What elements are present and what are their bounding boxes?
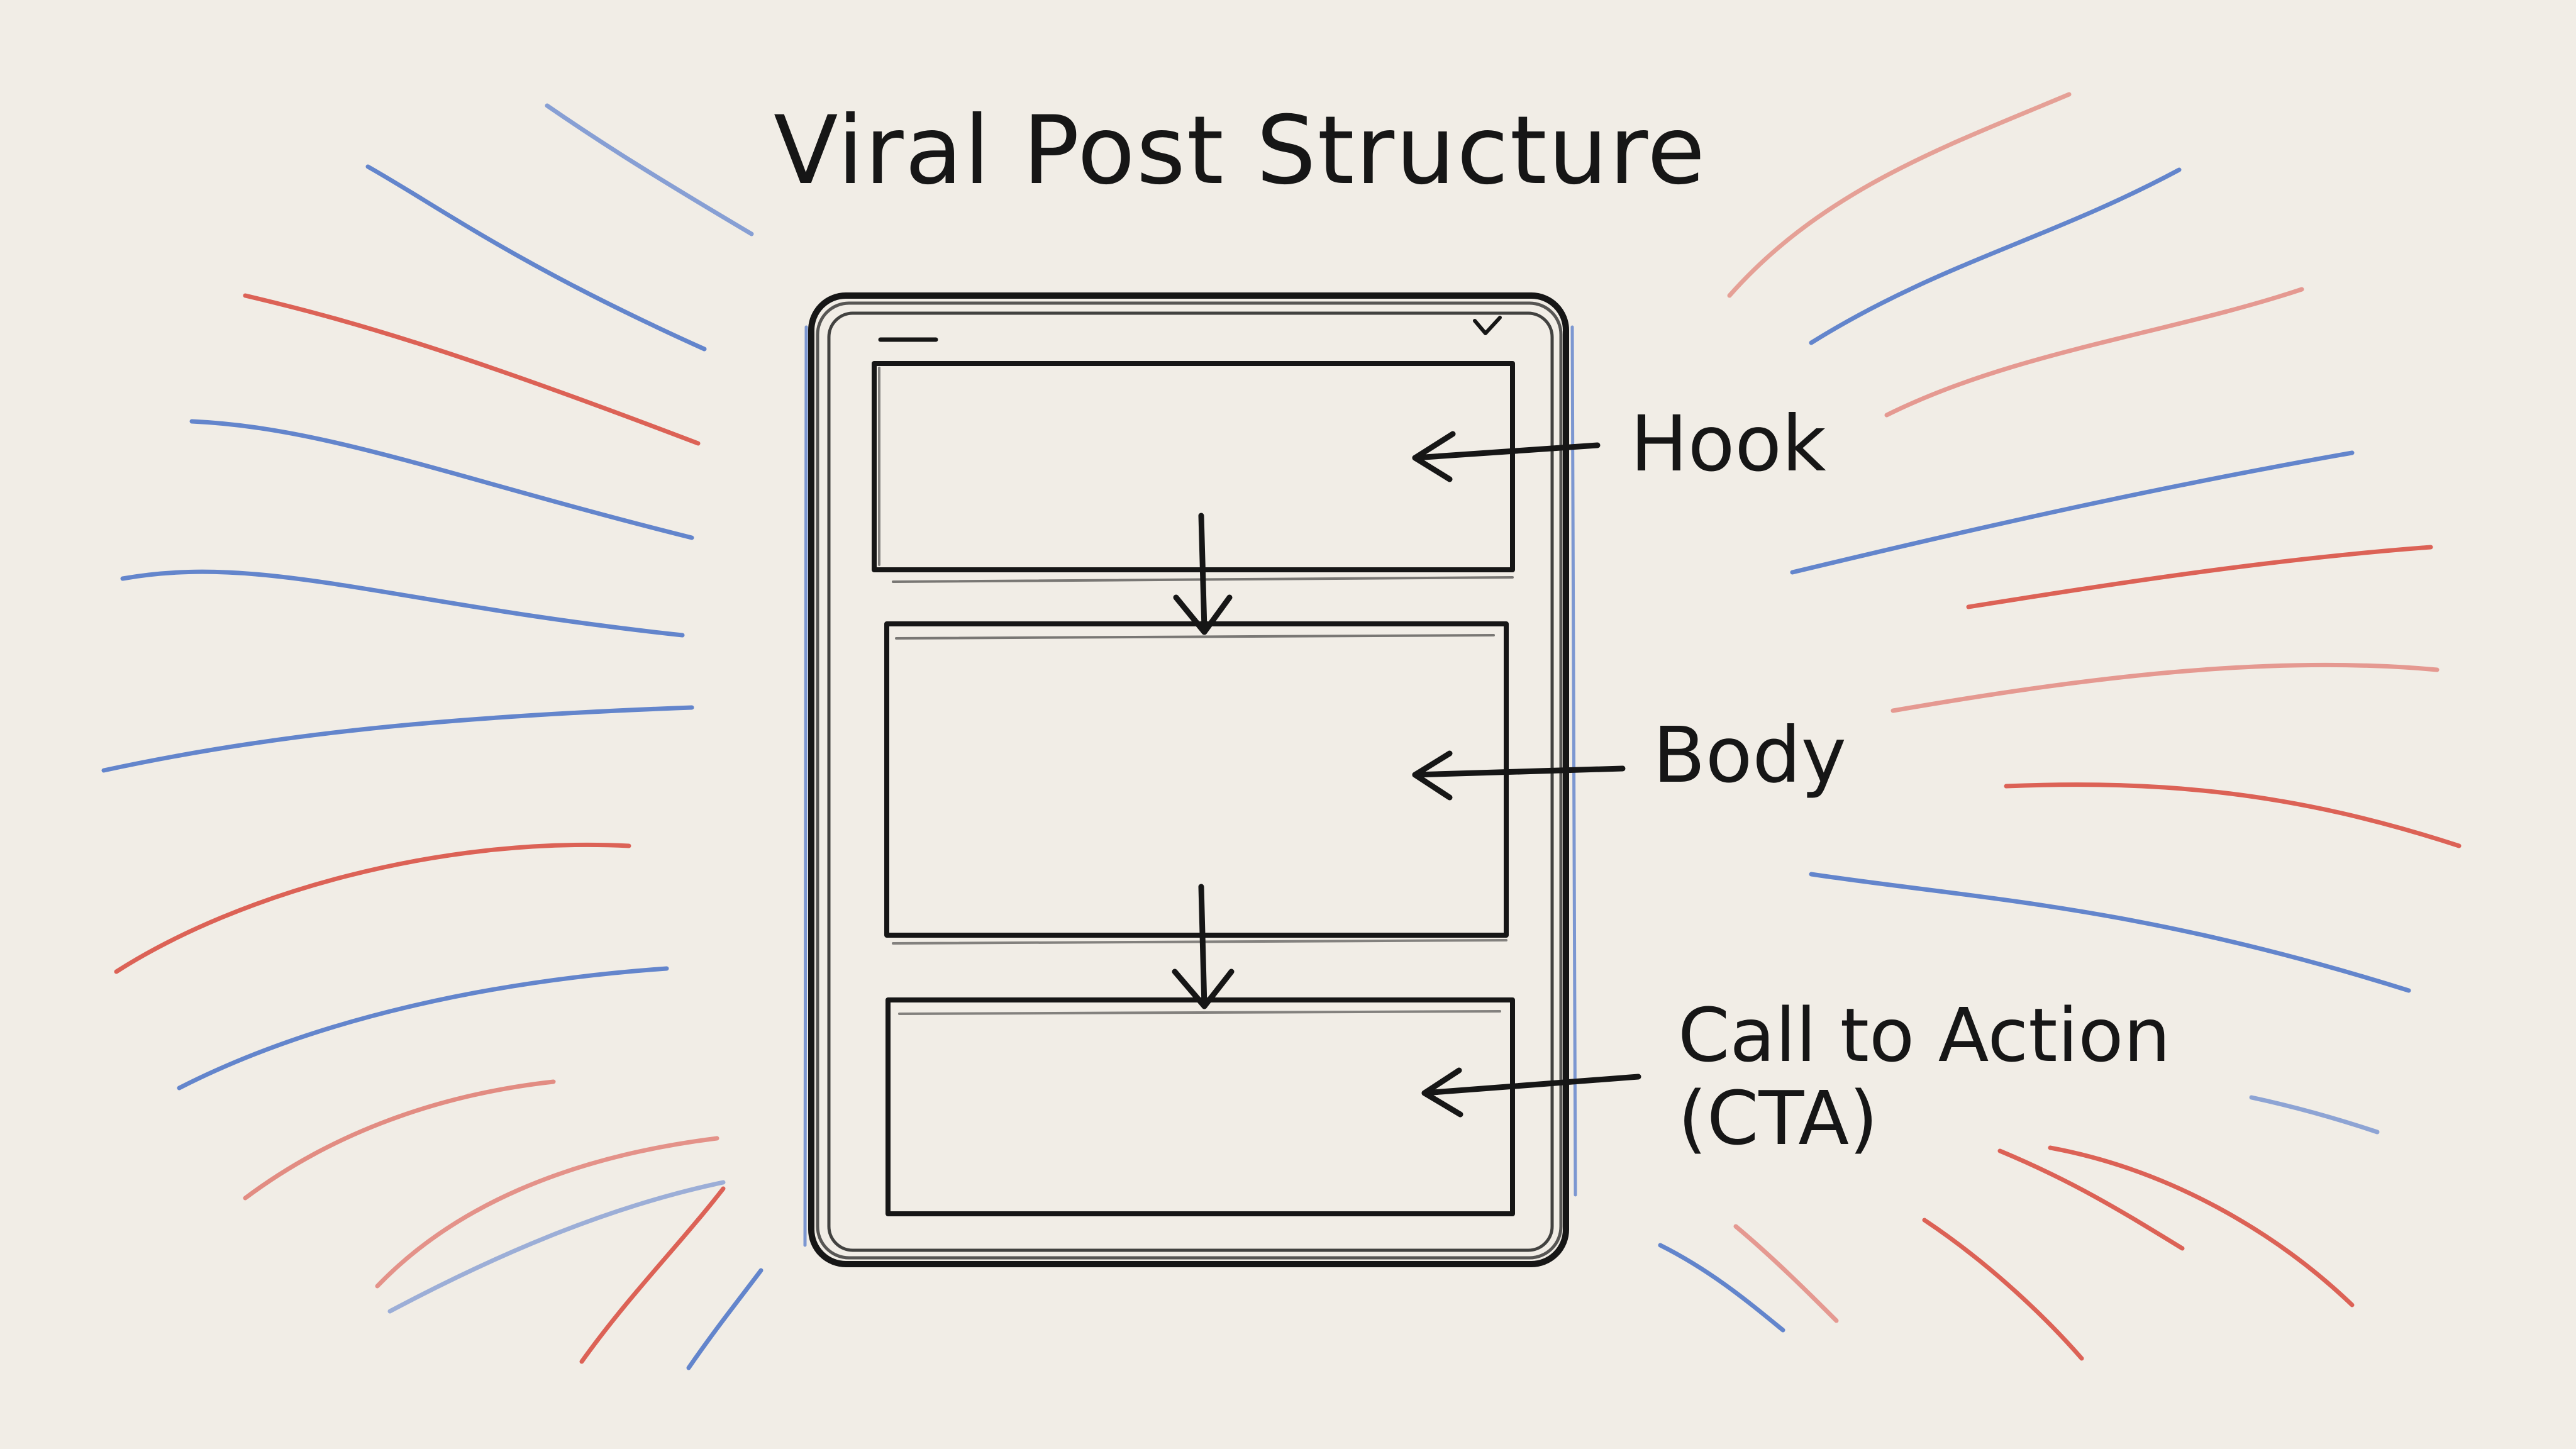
stroke-right-9 xyxy=(2249,1095,2380,1135)
hook-label-arrow xyxy=(1412,442,1601,461)
status-bar-mark xyxy=(1473,316,1502,335)
stroke-left-2 xyxy=(365,164,707,352)
stroke-right-3 xyxy=(1884,287,2304,418)
stroke-left-13 xyxy=(686,1268,763,1370)
stroke-right-13 xyxy=(1658,1243,1785,1333)
body-label: Body xyxy=(1653,711,1846,800)
cta-label-arrow xyxy=(1421,1074,1641,1096)
stroke-right-4 xyxy=(1790,450,2355,575)
stroke-left-1 xyxy=(545,103,754,236)
stroke-left-6 xyxy=(101,705,694,773)
hook-label: Hook xyxy=(1630,399,1826,489)
stroke-left-5 xyxy=(120,569,685,638)
stroke-left-11 xyxy=(387,1180,726,1314)
cta-label-line2: (CTA) xyxy=(1678,1075,1879,1162)
flow-arrow-1 xyxy=(1198,513,1208,632)
stroke-left-9 xyxy=(243,1079,556,1201)
stroke-right-10 xyxy=(1997,1148,2185,1251)
stroke-right-6 xyxy=(1890,662,2440,713)
hook-section-box xyxy=(872,361,1515,572)
stroke-right-8 xyxy=(1809,872,2411,993)
cta-label-line1: Call to Action xyxy=(1678,992,2171,1079)
body-section-box xyxy=(884,621,1509,938)
body-label-arrow xyxy=(1412,765,1626,778)
stroke-right-7 xyxy=(2004,782,2462,848)
stroke-right-2 xyxy=(1809,167,2182,345)
stroke-left-3 xyxy=(243,293,701,446)
stroke-left-8 xyxy=(177,966,669,1091)
phone-frame xyxy=(808,292,1569,1267)
stroke-right-5 xyxy=(1966,545,2433,609)
phone-frame-sketch xyxy=(816,301,1563,1260)
stroke-right-14 xyxy=(1733,1224,1839,1323)
stroke-left-7 xyxy=(114,842,631,974)
stroke-left-10 xyxy=(375,1136,719,1289)
flow-arrow-2 xyxy=(1198,884,1208,1009)
stroke-right-11 xyxy=(2048,1145,2355,1307)
phone-inner-frame xyxy=(827,311,1554,1252)
stroke-left-4 xyxy=(189,419,694,540)
stroke-right-1 xyxy=(1727,92,2072,298)
cta-section-box xyxy=(886,997,1515,1216)
stroke-left-12 xyxy=(579,1186,726,1364)
diagram-title: Viral Post Structure xyxy=(774,96,1707,206)
stroke-right-12 xyxy=(1922,1218,2084,1361)
cta-label: Call to Action (CTA) xyxy=(1678,994,2170,1160)
